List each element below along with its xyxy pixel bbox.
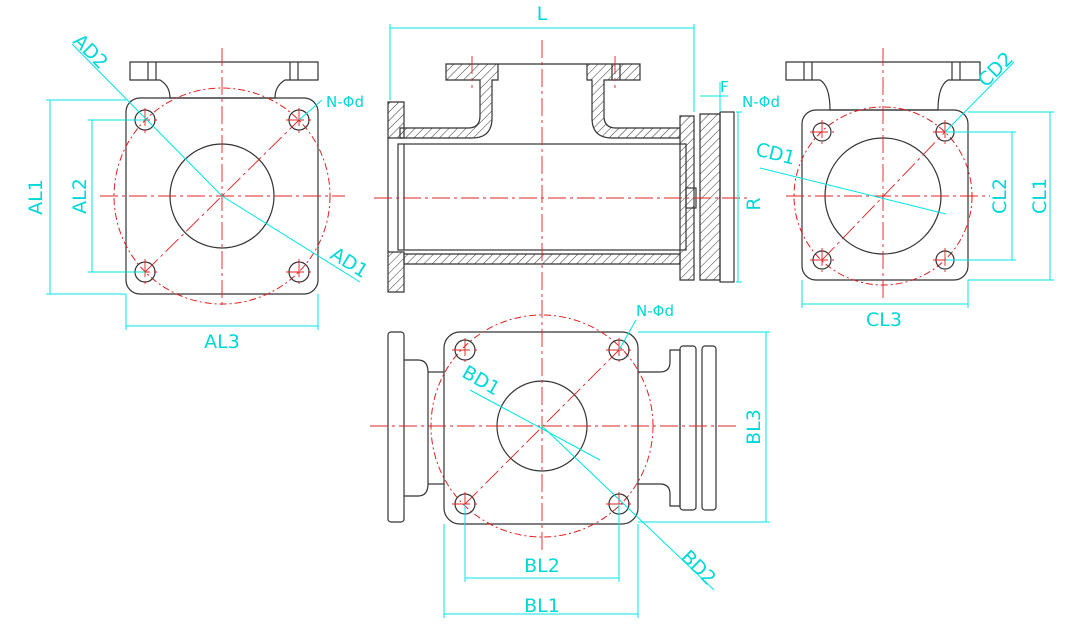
label-n-phi-d-b: N-Φd <box>636 302 674 320</box>
label-n-phi-d-a: N-Φd <box>326 93 364 111</box>
view-b-left-flange <box>387 331 405 523</box>
label-cd2: CD2 <box>974 48 1018 92</box>
label-cl3: CL3 <box>866 309 902 331</box>
side-left-flange-bottom <box>387 251 405 293</box>
label-l: L <box>537 3 548 25</box>
side-branch-wall-left <box>399 63 499 139</box>
side-left-flange <box>387 101 405 139</box>
label-ad2: AD2 <box>68 30 112 74</box>
label-r: R <box>743 197 765 210</box>
label-al3: AL3 <box>204 331 240 353</box>
view-c: CL1 CL2 CL3 CD1 CD2 <box>753 48 1054 331</box>
view-b-right-cover <box>679 345 697 511</box>
label-cl2: CL2 <box>989 178 1011 214</box>
label-bd2: BD2 <box>676 546 720 590</box>
view-b-square-flange <box>443 331 639 525</box>
label-bl1: BL1 <box>524 595 560 617</box>
label-cd1: CD1 <box>753 139 797 170</box>
view-b: BL1 BL2 BL3 BD1 BD2 N-Φd <box>370 300 770 618</box>
label-ad1: AD1 <box>327 243 372 283</box>
label-al1: AL1 <box>25 179 47 215</box>
view-side-section: L F R N-Φd <box>374 3 780 300</box>
view-a: AL1 AL2 AL3 AD2 AD1 N-Φd <box>25 30 372 353</box>
view-c-square-flange <box>801 109 969 281</box>
label-cl1: CL1 <box>1029 178 1051 214</box>
label-bl2: BL2 <box>524 555 560 577</box>
label-bl3: BL3 <box>743 409 765 445</box>
side-branch-wall-right <box>586 63 681 139</box>
side-end-cover <box>699 113 721 281</box>
label-al2: AL2 <box>69 178 91 214</box>
label-n-phi-d-side: N-Φd <box>742 93 780 111</box>
label-bd1: BD1 <box>458 361 503 400</box>
label-f: F <box>720 78 729 96</box>
